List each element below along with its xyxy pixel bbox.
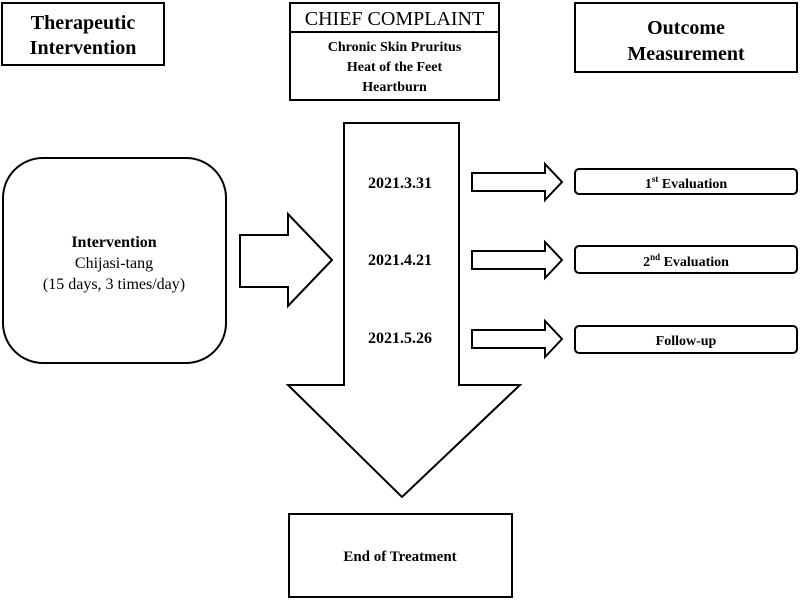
outcome-label: 2nd Evaluation [643, 252, 729, 270]
outcome-box-first-evaluation: 1st Evaluation [574, 168, 798, 195]
intervention-arrow [239, 211, 334, 309]
outcome-box-follow-up: Follow-up [574, 325, 798, 354]
chief-complaint-item: Chronic Skin Pruritus [328, 40, 462, 55]
chief-complaint-box: CHIEF COMPLAINT Chronic Skin Pruritus He… [289, 2, 500, 101]
outcome-label: Follow-up [656, 334, 717, 349]
evaluation-arrow [471, 239, 564, 281]
therapeutic-intervention-header: Therapeutic Intervention [1, 2, 165, 66]
timeline-date: 2021.3.31 [368, 175, 432, 192]
outcome-header-line-2: Measurement [627, 43, 745, 65]
outcome-box-second-evaluation: 2nd Evaluation [574, 245, 798, 274]
end-of-treatment-box: End of Treatment [288, 513, 513, 598]
chief-complaint-title: CHIEF COMPLAINT [305, 8, 484, 30]
intervention-detail: (15 days, 3 times/day) [43, 276, 185, 293]
intervention-name: Chijasi-tang [75, 255, 153, 272]
outcome-header-line-1: Outcome [647, 17, 725, 39]
evaluation-arrow [471, 318, 564, 360]
chief-complaint-item: Heat of the Feet [347, 60, 443, 75]
end-of-treatment-label: End of Treatment [343, 549, 456, 565]
timeline-down-arrow [285, 122, 523, 499]
outcome-label: 1st Evaluation [645, 174, 728, 192]
timeline-date: 2021.4.21 [368, 252, 432, 269]
outcome-measurement-header: Outcome Measurement [574, 2, 798, 73]
intervention-box: Intervention Chijasi-tang (15 days, 3 ti… [2, 157, 227, 364]
chief-complaint-item: Heartburn [362, 80, 427, 95]
therapeutic-header-line-1: Therapeutic [31, 12, 136, 34]
intervention-title: Intervention [71, 234, 156, 251]
timeline-date: 2021.5.26 [368, 330, 432, 347]
therapeutic-header-line-2: Intervention [30, 37, 137, 59]
evaluation-arrow [471, 161, 564, 203]
